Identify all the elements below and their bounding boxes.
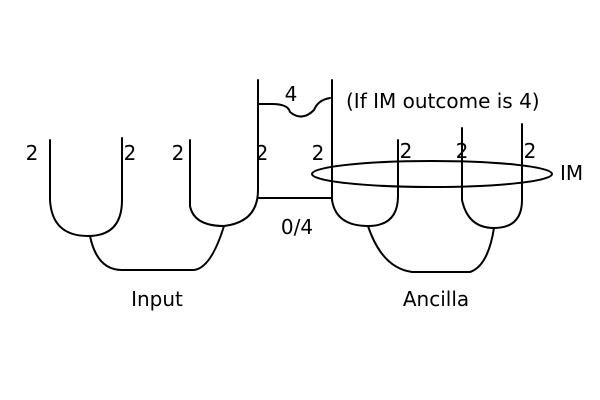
group-label-input: Input [131,287,183,311]
label-input-right-outer: 2 [172,141,185,165]
label-input-left-outer: 2 [26,141,39,165]
ancilla-join-arc [367,225,495,273]
label-top-output: 4 [285,82,298,106]
ancilla-right-vertex [461,123,523,229]
label-ancilla-left-inner: 2 [400,139,413,163]
im-ellipse [311,160,553,188]
input-join-arc [89,225,225,271]
input-right-vertex [189,79,259,227]
input-left-vertex [49,137,123,237]
label-ancilla-right-inner: 2 [456,139,469,163]
im-label: IM [560,161,583,185]
label-ancilla-left-outer: 2 [312,141,325,165]
condition-note: (If IM outcome is 4) [346,89,540,113]
label-ancilla-right-outer: 2 [524,139,537,163]
label-middle-link: 0/4 [281,215,313,239]
label-input-left-inner: 2 [124,141,137,165]
top-output-brace [257,97,331,118]
label-input-right-inner: 2 [256,141,269,165]
group-label-ancilla: Ancilla [403,287,469,311]
